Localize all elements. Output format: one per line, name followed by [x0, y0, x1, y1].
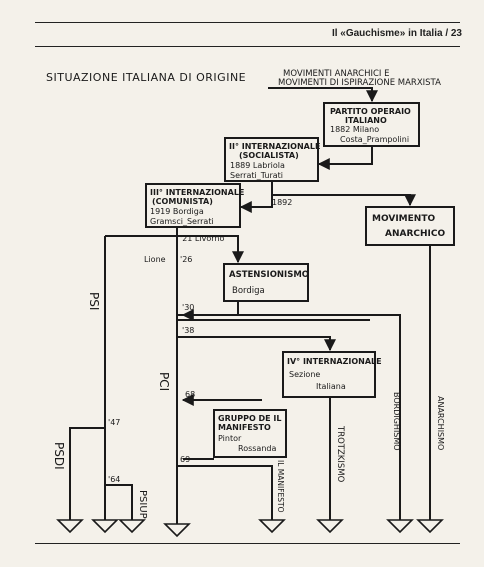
label-1892: 1892: [272, 198, 292, 207]
terminal-arrow-anarchismo: [416, 519, 444, 534]
stream-trotzkismo: TROTZKISMO: [335, 425, 345, 483]
box-manifesto: [213, 409, 287, 458]
partito-line-1: PARTITO OPERAIO: [330, 107, 411, 116]
stream-anarchismo: ANARCHISMO: [436, 396, 445, 450]
arrow-to-third: [239, 195, 273, 213]
arrow-origin-to-partito: [268, 87, 378, 103]
label-64: '64: [108, 475, 120, 484]
fourth-line-1: IV° INTERNAZIONALE: [287, 357, 382, 366]
astensionismo-line-1: ASTENSIONISMO: [229, 270, 309, 280]
third-line-2: (COMUNISTA): [152, 197, 213, 206]
label-lione: Lione: [144, 255, 166, 264]
box-astensionismo: [223, 263, 309, 302]
arrow-partito-to-second: [317, 146, 373, 170]
box-seconda-internazionale: [224, 137, 319, 182]
third-line-1: III° INTERNAZIONALE: [150, 188, 244, 197]
manifesto-line-3: Pintor: [218, 434, 242, 443]
terminal-arrow-psdi: [56, 519, 84, 534]
label-38: '38: [182, 326, 194, 335]
label-30: '30: [182, 303, 194, 312]
arrow-38-to-fourth: [177, 336, 336, 352]
manifesto-line-1: GRUPPO DE IL: [218, 414, 282, 423]
manifesto-line-4: Rossanda: [238, 444, 276, 453]
terminal-arrow-trotzkismo: [316, 519, 344, 534]
manifesto-line-2: MANIFESTO: [218, 423, 271, 432]
origins-line-2: MOVIMENTI DI ISPIRAZIONE MARXISTA: [278, 78, 441, 88]
partito-line-4: Costa_Prampolini: [340, 135, 409, 144]
header-bottom-rule: [35, 46, 460, 47]
third-line-3: 1919 Bordiga: [150, 207, 204, 216]
stream-il-manifesto: IL MANIFESTO: [276, 460, 285, 513]
stream-bordighismo: BORDIGHISMO: [392, 392, 401, 451]
partito-line-3: 1882 Milano: [330, 125, 379, 134]
label-livorno: '21 Livorno: [180, 234, 224, 243]
header-top-rule: [35, 22, 460, 23]
second-line-3: 1889 Labriola: [230, 161, 285, 170]
terminal-arrow-pci: [163, 523, 191, 538]
stream-psdi: PSDI: [52, 442, 66, 470]
arrow-livorno-branch: [105, 235, 244, 264]
second-line-4: Serrati_Turati: [230, 171, 283, 180]
connector-lines: [69, 87, 431, 524]
label-69: 69: [180, 455, 190, 464]
box-movimento-anarchico: [365, 206, 455, 246]
second-line-1: II° INTERNAZIONALE: [229, 142, 320, 151]
box-quarta-internazionale: [282, 351, 376, 398]
label-26: '26: [180, 255, 192, 264]
terminal-arrow-il-manifesto: [258, 519, 286, 534]
fourth-line-3: Italiana: [316, 382, 346, 391]
terminal-arrow-psiup: [118, 519, 146, 534]
arrow-1892-to-anarchico: [272, 194, 416, 207]
astensionismo-line-2: Bordiga: [232, 286, 265, 296]
terminal-arrow-psi: [91, 519, 119, 534]
line-psdi: [69, 427, 105, 520]
diagram-title: SITUAZIONE ITALIANA DI ORIGINE: [46, 71, 246, 84]
third-line-4: Gramsci_Serrati: [150, 217, 214, 226]
origins-line-1: MOVIMENTI ANARCHICI E: [283, 69, 389, 79]
terminal-arrow-bordighismo: [386, 519, 414, 534]
label-68: 68: [185, 390, 195, 399]
terminal-arrows: [56, 519, 444, 538]
stream-psi: PSI: [87, 292, 101, 310]
footer-rule: [35, 543, 460, 544]
partito-line-2: ITALIANO: [345, 116, 387, 125]
anarchico-line-1: MOVIMENTO: [372, 214, 435, 224]
label-47: '47: [108, 418, 120, 427]
line-psiup: [105, 484, 133, 520]
line-il-manifesto: [177, 465, 273, 520]
fourth-line-2: Sezione: [289, 370, 320, 379]
box-terza-internazionale: [145, 183, 241, 228]
running-header: Il «Gauchisme» in Italia / 23: [331, 28, 462, 39]
second-line-2: (SOCIALISTA): [239, 151, 299, 160]
stream-psiup: PSIUP: [137, 490, 148, 519]
anarchico-line-2: ANARCHICO: [385, 229, 445, 239]
stream-pci: PCI: [157, 372, 171, 391]
box-partito-operaio: [323, 102, 420, 147]
line-bordighismo: [177, 314, 401, 520]
